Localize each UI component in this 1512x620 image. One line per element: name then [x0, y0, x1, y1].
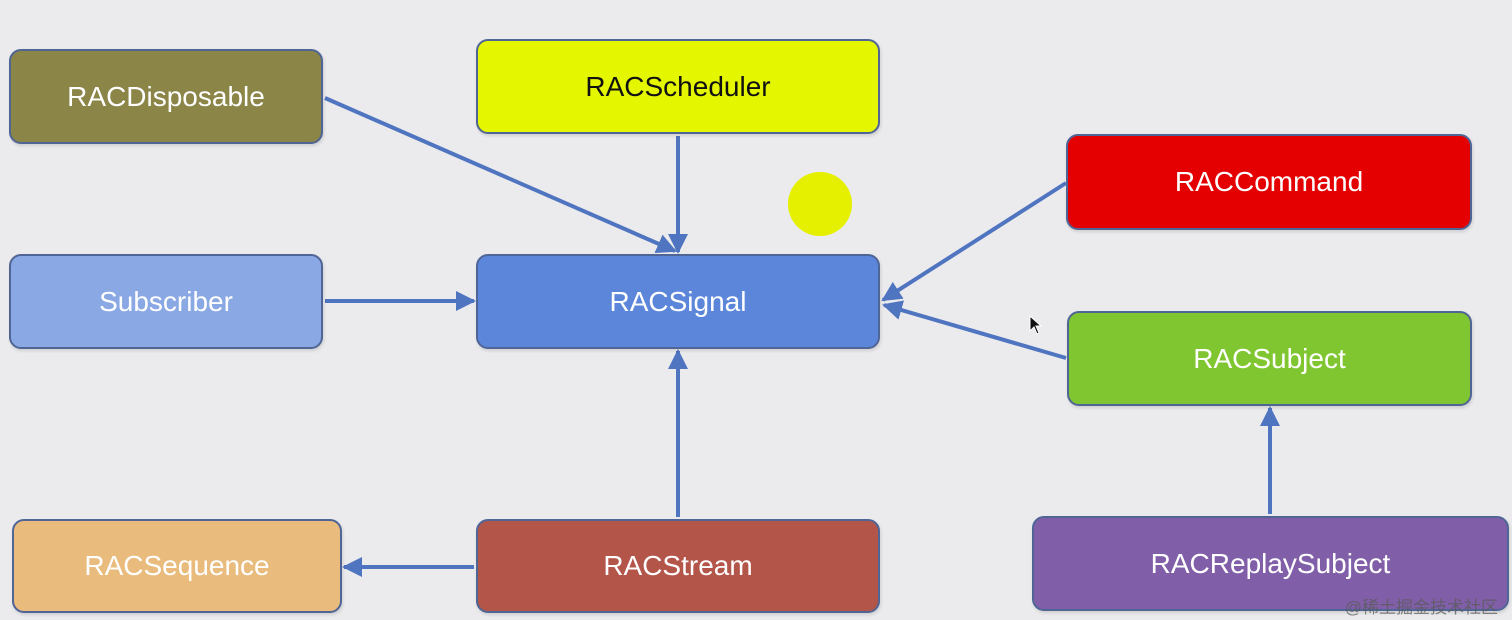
node-label: RACSubject [1193, 342, 1346, 374]
node-rac-scheduler: RACScheduler [476, 39, 880, 134]
node-label: RACDisposable [67, 80, 265, 112]
node-label: Subscriber [99, 285, 233, 317]
edge-command-to-signal [881, 181, 1068, 302]
node-rac-disposable: RACDisposable [9, 49, 323, 144]
watermark: @稀土掘金技术社区 [1344, 598, 1498, 617]
node-subscriber: Subscriber [9, 254, 323, 349]
node-label: RACCommand [1174, 166, 1364, 197]
node-label: RACStream [603, 550, 753, 581]
node-label: RACScheduler [585, 70, 771, 102]
node-rac-sequence: RACSequence [12, 519, 342, 613]
node-rac-subject: RACSubject [1067, 311, 1472, 406]
node-rac-signal: RACSignal [476, 254, 880, 349]
node-rac-stream: RACStream [476, 519, 880, 613]
edge-disposable-to-signal [324, 96, 677, 253]
node-rac-command: RACCommand [1066, 134, 1472, 230]
mouse-cursor-icon [1029, 315, 1043, 335]
pointer-highlight [788, 172, 852, 236]
node-label: RACSequence [84, 550, 270, 581]
node-label: RACSignal [609, 285, 747, 317]
edge-subject-to-signal [882, 300, 1067, 360]
node-label: RACReplaySubject [1150, 547, 1391, 579]
node-rac-replay-subject: RACReplaySubject [1032, 516, 1509, 611]
